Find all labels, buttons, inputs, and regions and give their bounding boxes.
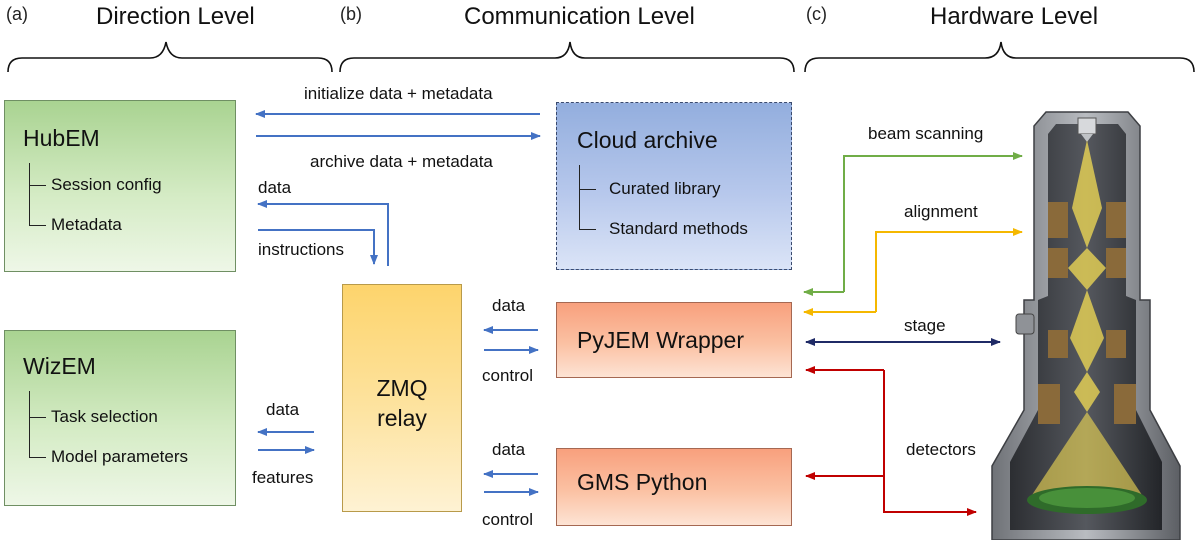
hubem-item-metadata: Metadata bbox=[51, 215, 122, 234]
cloud-item-standard-methods: Standard methods bbox=[609, 219, 748, 238]
tree-connector bbox=[29, 417, 46, 458]
pyjem-wrapper-box: PyJEM Wrapper bbox=[556, 302, 792, 378]
label-alignment: alignment bbox=[904, 202, 978, 221]
arrow-hub-data bbox=[257, 200, 389, 266]
cloud-archive-title: Cloud archive bbox=[577, 127, 718, 153]
arrow-beam-scanning-up bbox=[843, 152, 1023, 292]
tree-connector bbox=[29, 391, 46, 418]
tree-connector bbox=[579, 189, 596, 230]
arrow-detectors bbox=[883, 370, 977, 516]
wizem-item-model-parameters: Model parameters bbox=[51, 447, 189, 466]
label-hub-instructions: instructions bbox=[258, 240, 344, 259]
microscope-illustration bbox=[991, 111, 1181, 540]
zmq-relay-box: ZMQ relay bbox=[342, 284, 462, 512]
label-beam-scanning: beam scanning bbox=[868, 124, 984, 143]
tree-connector bbox=[579, 165, 596, 190]
label-gms-data: data bbox=[492, 440, 526, 459]
wizem-title: WizEM bbox=[23, 353, 96, 379]
label-initialize: initialize data + metadata bbox=[304, 84, 493, 103]
zmq-relay-line2: relay bbox=[377, 405, 427, 431]
cloud-archive-box: Cloud archive Curated library Standard m… bbox=[556, 102, 792, 270]
arrow-alignment-up bbox=[875, 228, 1023, 312]
brace-hardware bbox=[804, 41, 1195, 73]
brace-direction bbox=[7, 41, 333, 73]
direction-level-title: Direction Level bbox=[96, 3, 255, 30]
hubem-box: HubEM Session config Metadata bbox=[4, 100, 236, 272]
tree-connector bbox=[29, 163, 46, 186]
arrow-hub-instructions bbox=[258, 229, 378, 265]
label-py-data: data bbox=[492, 296, 526, 315]
wizem-box: WizEM Task selection Model parameters bbox=[4, 330, 236, 506]
panel-letter-a: (a) bbox=[6, 4, 28, 24]
label-py-control: control bbox=[482, 366, 534, 385]
brace-communication bbox=[339, 41, 795, 73]
label-stage: stage bbox=[904, 316, 946, 335]
wizem-item-task-selection: Task selection bbox=[51, 407, 158, 426]
tree-connector bbox=[29, 185, 46, 226]
communication-level-title: Communication Level bbox=[464, 3, 695, 30]
label-archive: archive data + metadata bbox=[310, 152, 493, 171]
panel-letter-b: (b) bbox=[340, 4, 362, 24]
hubem-title: HubEM bbox=[23, 125, 100, 151]
hubem-item-session-config: Session config bbox=[51, 175, 162, 194]
label-wiz-features: features bbox=[252, 468, 314, 487]
panel-letter-c: (c) bbox=[806, 4, 827, 24]
hardware-level-title: Hardware Level bbox=[930, 3, 1099, 30]
gms-python-box: GMS Python bbox=[556, 448, 792, 526]
cloud-item-curated-library: Curated library bbox=[609, 179, 721, 198]
label-gms-control: control bbox=[482, 510, 534, 529]
zmq-relay-line1: ZMQ bbox=[376, 375, 428, 401]
gms-python-title: GMS Python bbox=[577, 469, 708, 495]
pyjem-wrapper-title: PyJEM Wrapper bbox=[577, 327, 745, 353]
label-wiz-data: data bbox=[266, 400, 300, 419]
label-hub-data: data bbox=[258, 178, 292, 197]
label-detectors: detectors bbox=[906, 440, 976, 459]
